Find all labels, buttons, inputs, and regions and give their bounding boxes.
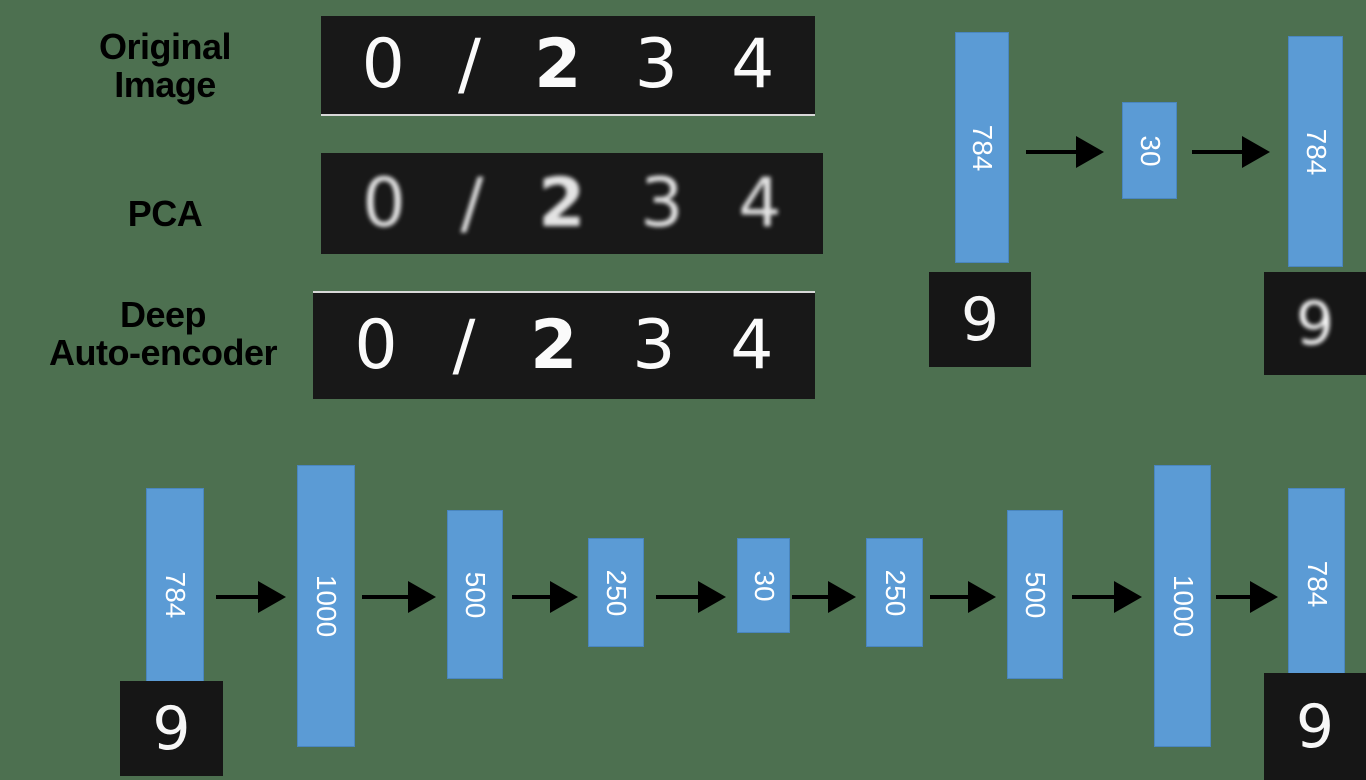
deep-layer-2-label: 1000 — [311, 574, 342, 638]
pca-layer-input: 784 — [955, 32, 1009, 263]
deep-digit-2: 2 — [530, 306, 578, 385]
original-label-line2: Image — [114, 64, 216, 105]
original-digit-2: 2 — [534, 25, 582, 104]
deep-layer-5: 30 — [737, 538, 790, 633]
deep-output-digit-thumbnail: 9 — [1264, 673, 1366, 780]
pca-digit-1: / — [460, 163, 484, 243]
pca-input-digit: 9 — [960, 284, 1000, 355]
original-label-line1: Original — [98, 26, 232, 67]
pca-layer-input-label: 784 — [967, 124, 998, 171]
deep-layer-4: 250 — [588, 538, 644, 647]
pca-input-digit-thumbnail: 9 — [929, 272, 1031, 367]
pca-layer-code-label: 30 — [1134, 134, 1166, 167]
deep-digits-strip: 0 / 2 3 4 — [313, 291, 815, 399]
original-digit-0: 0 — [361, 25, 405, 104]
deep-layer-9-label: 784 — [1301, 560, 1333, 607]
deep-layer-6: 250 — [866, 538, 923, 647]
deep-layer-3: 500 — [447, 510, 503, 679]
original-digit-3: 3 — [634, 25, 678, 104]
deep-autoencoder-label: Deep Auto-encoder — [18, 296, 308, 372]
pca-layer-output-label: 784 — [1300, 128, 1332, 175]
deep-layer-1: 784 — [146, 488, 204, 701]
deep-input-digit-thumbnail: 9 — [120, 681, 223, 776]
deep-layer-8-label: 1000 — [1167, 574, 1199, 638]
deep-layer-2: 1000 — [297, 465, 355, 747]
pca-digit-3: 3 — [640, 163, 684, 243]
deep-label-line2: Auto-encoder — [49, 332, 278, 373]
original-digit-1: / — [458, 25, 481, 104]
deep-layer-4-label: 250 — [601, 569, 632, 616]
deep-layer-7-label: 500 — [1020, 571, 1051, 618]
pca-digits-strip: 0 / 2 3 4 — [321, 153, 823, 254]
deep-digit-4: 4 — [730, 306, 774, 385]
pca-layer-code: 30 — [1122, 102, 1177, 199]
pca-label-text: PCA — [127, 193, 203, 234]
deep-digit-3: 3 — [632, 306, 676, 385]
deep-layer-5-label: 30 — [748, 569, 780, 602]
deep-digit-1: / — [452, 306, 476, 385]
original-digit-4: 4 — [731, 25, 775, 104]
deep-layer-1-label: 784 — [160, 571, 191, 618]
deep-layer-7: 500 — [1007, 510, 1063, 679]
pca-output-digit: 9 — [1295, 288, 1335, 359]
pca-digit-2: 2 — [538, 163, 586, 243]
original-digits-strip: 0 / 2 3 4 — [321, 16, 815, 116]
pca-layer-output: 784 — [1288, 36, 1343, 267]
pca-digit-0: 0 — [362, 163, 406, 243]
pca-digit-4: 4 — [738, 163, 782, 243]
deep-digit-0: 0 — [354, 306, 398, 385]
deep-layer-6-label: 250 — [879, 569, 911, 616]
pca-output-digit-thumbnail: 9 — [1264, 272, 1366, 375]
deep-layer-3-label: 500 — [460, 571, 491, 618]
deep-layer-9: 784 — [1288, 488, 1345, 679]
pca-label: PCA — [40, 195, 290, 233]
deep-label-line1: Deep — [119, 294, 207, 335]
original-image-label: Original Image — [40, 28, 290, 104]
deep-layer-8: 1000 — [1154, 465, 1211, 747]
deep-input-digit: 9 — [152, 693, 191, 764]
deep-output-digit: 9 — [1295, 691, 1335, 762]
